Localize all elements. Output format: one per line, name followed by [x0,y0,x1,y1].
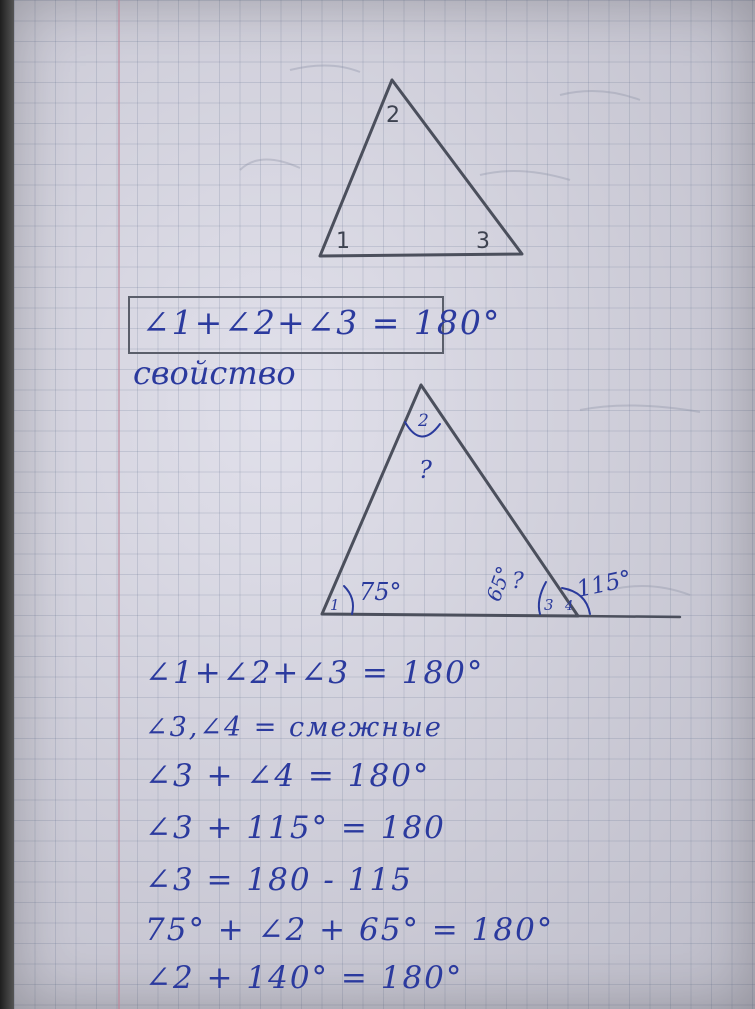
triangle-2-vertex-3: 3 [544,596,554,614]
solution-line-6: 75° + ∠2 + 65° = 180° [145,912,555,948]
triangle-2-outline [320,383,580,618]
triangle-1-vertex-2: 2 [386,103,400,128]
angle-2-arc [404,421,441,438]
base-extension-line [576,614,682,619]
triangle-sketch-2: 2 ? 1 75° 65° ? 3 4 115° [320,383,682,619]
angle-1-arc [343,585,354,615]
angle-2-unknown: ? [419,456,432,484]
angle-3-unknown: ? [512,569,524,594]
notebook-spine-shadow [0,0,14,1009]
solution-line-1: ∠1+∠2+∠3 = 180° [145,655,485,691]
triangle-1-outline [318,78,524,258]
triangle-1-vertex-3: 3 [476,229,490,254]
bleed-through-marks [239,64,701,596]
triangle-1-vertex-1: 1 [336,229,350,254]
solution-line-4: ∠3 + 115° = 180 [145,810,446,846]
angle-sum-formula: ∠1+∠2+∠3 = 180° [142,303,502,342]
solution-line-7: ∠2 + 140° = 180° [145,960,464,996]
angle-4-arc [561,587,591,615]
margin-line [118,0,120,1009]
angle-3-arc [537,581,547,615]
triangle-sketch-1: 2 1 3 [318,78,524,258]
property-caption: свойство [133,354,296,392]
angle-3-value: 65° [481,563,516,605]
solution-line-2: ∠3,∠4 = смежные [145,712,443,743]
angle-sum-formula-box [128,296,444,354]
triangle-2-vertex-4: 4 [564,599,573,614]
solution-line-5: ∠3 = 180 - 115 [145,862,413,898]
triangle-2-vertex-2: 2 [417,411,429,431]
solution-line-3: ∠3 + ∠4 = 180° [145,758,431,794]
notebook-page [14,0,755,1009]
angle-4-value: 115° [574,566,634,603]
triangle-2-vertex-1: 1 [330,596,340,614]
angle-1-value: 75° [359,578,402,606]
